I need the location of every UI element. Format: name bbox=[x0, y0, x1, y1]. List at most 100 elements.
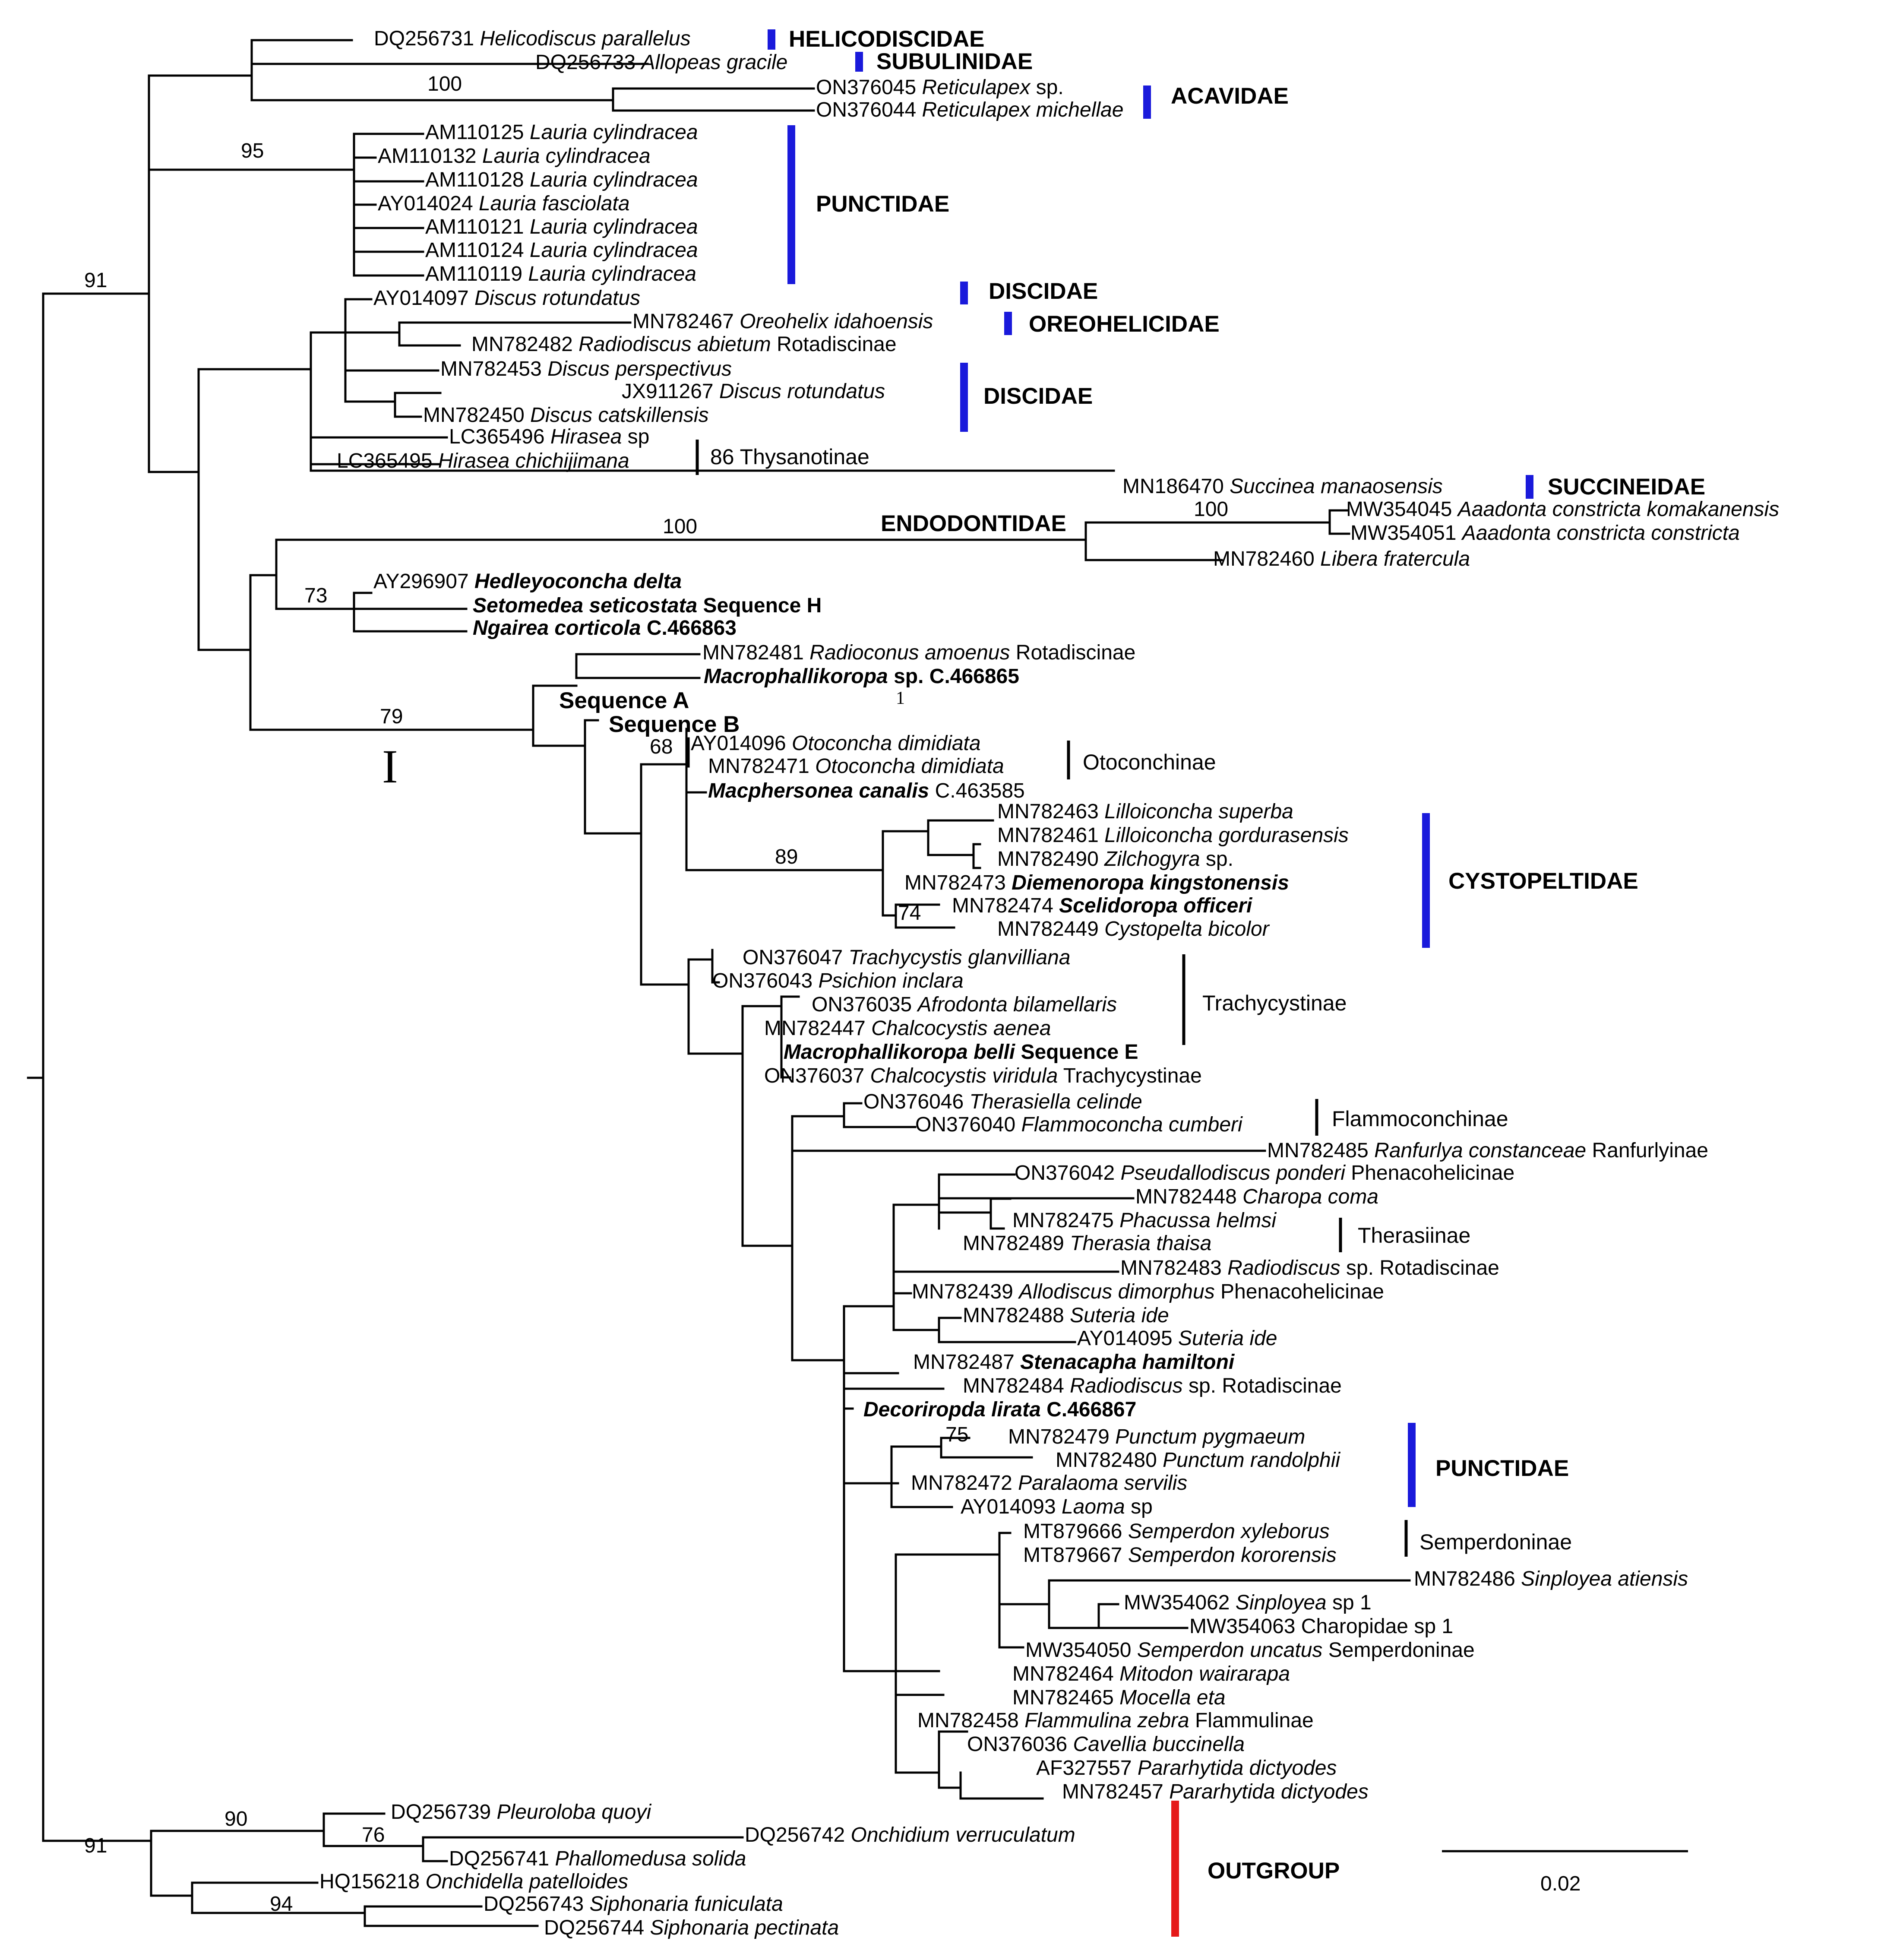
taxon-label: ON376036 Cavellia buccinella bbox=[967, 1733, 1245, 1756]
taxon-label: AM110121 Lauria cylindracea bbox=[425, 215, 698, 238]
clade-numeral: I bbox=[382, 740, 398, 793]
accession-number: ON376044 bbox=[816, 98, 922, 121]
taxon-label: MN782472 Paralaoma servilis bbox=[911, 1472, 1187, 1495]
taxon-label: MN782484 Radiodiscus sp. Rotadiscinae bbox=[963, 1374, 1342, 1397]
taxon-label: DQ256731 Helicodiscus parallelus bbox=[374, 27, 691, 50]
accession-number: MW354051 bbox=[1350, 522, 1462, 545]
support-value: 89 bbox=[775, 845, 798, 868]
taxon-suffix: Trachycystinae bbox=[1058, 1064, 1201, 1087]
taxon-label: AM110132 Lauria cylindracea bbox=[378, 145, 651, 168]
accession-number: AY014093 bbox=[961, 1495, 1062, 1518]
accession-number: MN782465 bbox=[1012, 1686, 1119, 1709]
accession-number: MW354050 bbox=[1025, 1639, 1137, 1662]
species-name: Psichion inclara bbox=[819, 969, 964, 992]
taxon-label: MN782482 Radiodiscus abietum Rotadiscina… bbox=[471, 333, 897, 356]
species-name: Pararhytida dictyodes bbox=[1169, 1780, 1369, 1803]
species-name: Semperdon xyleborus bbox=[1128, 1520, 1330, 1543]
accession-number: ON376037 bbox=[764, 1064, 870, 1087]
family-label: OUTGROUP bbox=[1208, 1858, 1340, 1884]
species-name: Lilloiconcha superba bbox=[1104, 800, 1293, 823]
accession-number: MN782453 bbox=[440, 358, 547, 380]
taxon-label: MN782488 Suteria ide bbox=[963, 1304, 1169, 1327]
scale-bar: 0.02 bbox=[1442, 1850, 1688, 1895]
taxon-label: DQ256739 Pleuroloba quoyi bbox=[391, 1801, 651, 1824]
taxon-label: AM110119 Lauria cylindracea bbox=[425, 263, 696, 285]
taxon-label: AM110128 Lauria cylindracea bbox=[425, 168, 698, 191]
species-name: Siphonaria pectinata bbox=[650, 1916, 839, 1939]
species-name: Lauria cylindracea bbox=[530, 215, 698, 238]
accession-number: MN782447 bbox=[764, 1017, 871, 1040]
species-name: Ngairea corticola bbox=[473, 617, 641, 640]
accession-number: JX911267 bbox=[622, 380, 719, 403]
subfamily-label: Flammoconchinae bbox=[1332, 1107, 1508, 1131]
taxon-label: ON376035 Afrodonta bilamellaris bbox=[812, 993, 1117, 1016]
species-name: Sinployea atiensis bbox=[1521, 1567, 1688, 1590]
family-label: ACAVIDAE bbox=[1171, 83, 1289, 109]
taxon-suffix: sp. bbox=[1200, 848, 1233, 871]
taxon-label: AY296907 Hedleyoconcha delta bbox=[373, 570, 682, 593]
species-name: Punctum randolphii bbox=[1163, 1449, 1340, 1472]
accession-number: ON376040 bbox=[915, 1113, 1021, 1136]
accession-number: AY014096 bbox=[691, 732, 792, 755]
species-name: Discus perspectivus bbox=[547, 358, 732, 380]
family-labels: HELICODISCIDAE SUBULINIDAE ACAVIDAE PUNC… bbox=[789, 26, 1705, 1884]
accession-number: MN782475 bbox=[1012, 1209, 1119, 1232]
taxon-suffix: sp. Rotadiscinae bbox=[1340, 1257, 1499, 1279]
taxon-suffix: Ranfurlyinae bbox=[1586, 1139, 1708, 1162]
taxon-label: MN782448 Charopa coma bbox=[1135, 1185, 1378, 1208]
accession-number: ON376036 bbox=[967, 1733, 1073, 1756]
taxon-label: DQ256742 Onchidium verruculatum bbox=[745, 1824, 1075, 1846]
species-name: Libera fratercula bbox=[1320, 548, 1470, 570]
accession-number: DQ256744 bbox=[544, 1916, 650, 1939]
accession-number: AF327557 bbox=[1036, 1757, 1138, 1780]
taxon-label: MN782473 Diemenoropa kingstonensis bbox=[904, 871, 1289, 894]
taxon-label: Macrophallikoropa belli Sequence E bbox=[784, 1041, 1138, 1064]
accession-number: MN782461 bbox=[997, 824, 1104, 847]
support-value: 90 bbox=[224, 1808, 247, 1830]
support-value: 91 bbox=[84, 1834, 107, 1857]
taxon-label: MN782474 Scelidoropa officeri bbox=[952, 894, 1253, 917]
accession-number: DQ256731 bbox=[374, 27, 480, 50]
accession-number: AY014097 bbox=[373, 287, 474, 310]
species-name: Pleuroloba quoyi bbox=[497, 1801, 652, 1824]
taxon-label: MN782487 Stenacapha hamiltoni bbox=[913, 1351, 1235, 1374]
species-name: Discus rotundatus bbox=[474, 287, 640, 310]
taxon-label: ON376043 Psichion inclara bbox=[712, 969, 964, 992]
support-value: 73 bbox=[304, 584, 327, 607]
species-name: Reticulapex michellae bbox=[922, 98, 1124, 121]
support-value: 91 bbox=[84, 269, 107, 292]
family-label: PUNCTIDAE bbox=[816, 191, 949, 217]
subfamily-label: 86 Thysanotinae bbox=[710, 445, 869, 469]
species-name: Helicodiscus parallelus bbox=[480, 27, 691, 50]
species-name: Phacussa helmsi bbox=[1119, 1209, 1277, 1232]
accession-number: MN782467 bbox=[632, 310, 740, 333]
accession-number: ON376043 bbox=[712, 969, 819, 992]
species-name: Onchidella patelloides bbox=[426, 1870, 629, 1893]
taxon-label: Macphersonea canalis C.463585 bbox=[708, 779, 1025, 802]
taxon-label: MN782457 Pararhytida dictyodes bbox=[1062, 1780, 1369, 1803]
taxon-label: MN782486 Sinployea atiensis bbox=[1414, 1567, 1688, 1590]
taxon-label: AY014093 Laoma sp bbox=[961, 1495, 1153, 1518]
taxon-label: MN782480 Punctum randolphii bbox=[1056, 1449, 1340, 1472]
accession-number: MN782480 bbox=[1056, 1449, 1163, 1472]
accession-number: DQ256739 bbox=[391, 1801, 497, 1824]
species-name: Chalcocystis viridula bbox=[870, 1064, 1058, 1087]
taxon-label: AY014097 Discus rotundatus bbox=[373, 287, 640, 310]
taxon-label: MW354063 Charopidae sp 1 bbox=[1189, 1615, 1453, 1638]
accession-number: MN782449 bbox=[997, 918, 1104, 940]
accession-number: MN782479 bbox=[1008, 1425, 1115, 1448]
taxon-label: MN782465 Mocella eta bbox=[1012, 1686, 1226, 1709]
accession-number: ON376045 bbox=[816, 76, 922, 99]
taxon-label: AY014024 Lauria fasciolata bbox=[378, 192, 630, 215]
species-name: Lilloiconcha gordurasensis bbox=[1104, 824, 1349, 847]
species-name: Semperdon kororensis bbox=[1128, 1544, 1337, 1567]
accession-number: ON376042 bbox=[1015, 1162, 1121, 1184]
accession-number: LC365495 bbox=[337, 450, 438, 472]
taxon-label: ON376044 Reticulapex michellae bbox=[816, 98, 1123, 121]
accession-number: MT879667 bbox=[1023, 1544, 1128, 1567]
taxon-suffix: Sequence E bbox=[1015, 1041, 1138, 1064]
accession-number: MN782487 bbox=[913, 1351, 1020, 1374]
species-name: Hirasea chichijimana bbox=[438, 450, 629, 472]
taxon-label: MW354062 Sinployea sp 1 bbox=[1124, 1591, 1372, 1614]
species-name: Chalcocystis aenea bbox=[871, 1017, 1051, 1040]
